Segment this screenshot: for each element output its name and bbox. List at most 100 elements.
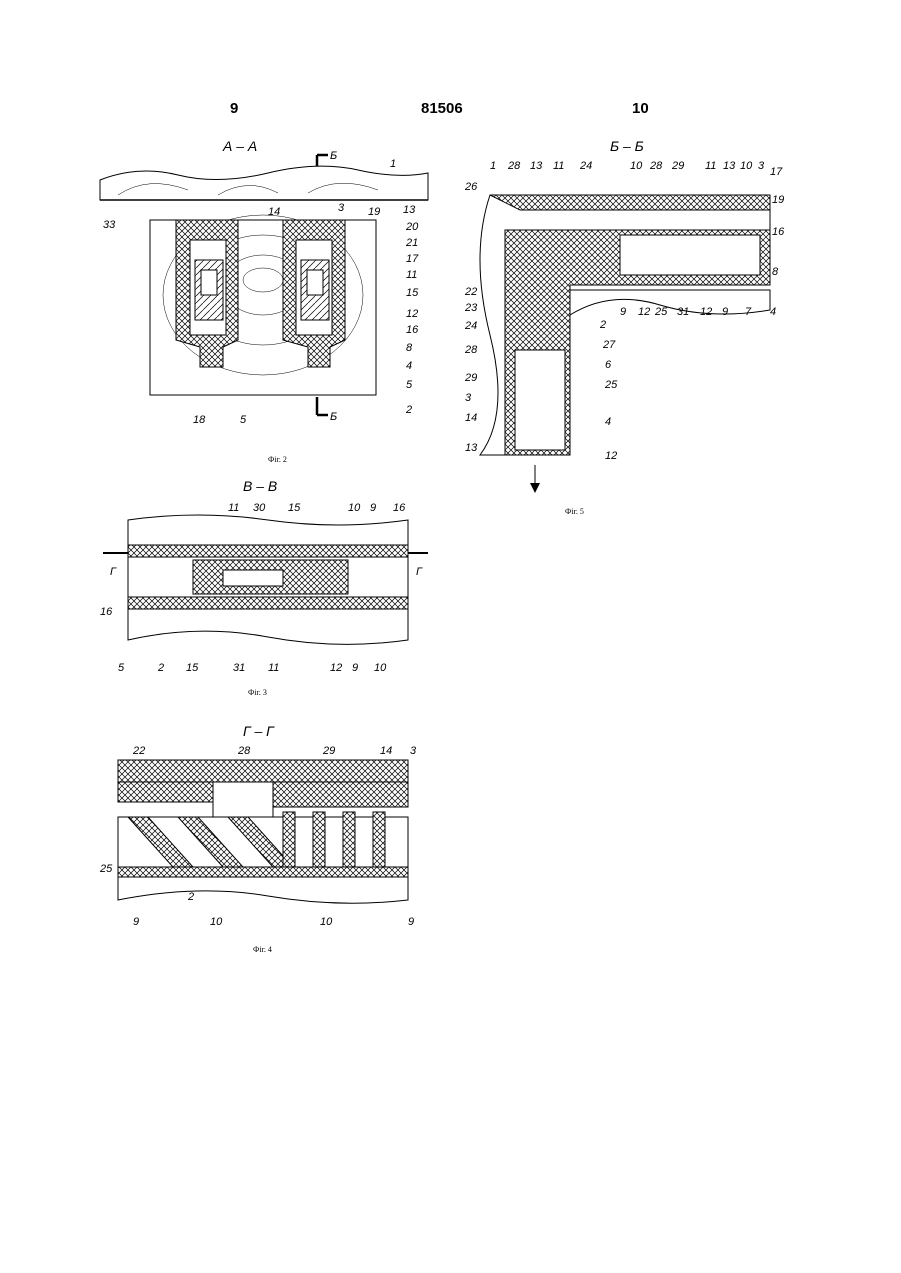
reference-numeral: 17	[770, 166, 783, 178]
reference-numeral: 22	[464, 286, 477, 298]
reference-numeral: 26	[464, 181, 478, 193]
reference-numeral: 28	[649, 160, 663, 172]
reference-numeral: 12	[700, 306, 712, 318]
fig2-caption: Фіг. 2	[268, 455, 287, 464]
fig2-cut-marker-top: Б	[330, 150, 337, 162]
reference-numeral: 18	[193, 414, 206, 426]
reference-numeral: 2	[187, 891, 194, 903]
reference-numeral: 12	[605, 450, 617, 462]
reference-numeral: 10	[210, 916, 223, 928]
reference-numeral: 13	[530, 160, 543, 172]
reference-numeral: 5	[240, 414, 247, 426]
reference-numeral: 33	[103, 219, 116, 231]
reference-numeral: 8	[772, 266, 779, 278]
reference-numeral: 11	[406, 269, 417, 281]
reference-numeral: 9	[408, 916, 414, 928]
reference-numeral: 2	[405, 404, 412, 416]
reference-numeral: 2	[599, 319, 606, 331]
reference-numeral: 13	[723, 160, 736, 172]
reference-numeral: 28	[464, 344, 478, 356]
reference-numeral: 4	[406, 360, 412, 372]
figure-2: А – А Б Б 1 33 14 3 19	[98, 135, 433, 465]
reference-numeral: 5	[406, 379, 413, 391]
reference-numeral: 10	[374, 662, 387, 674]
reference-numeral: 19	[772, 194, 784, 206]
reference-numeral: 1	[490, 160, 496, 172]
fig5-section-title: Б – Б	[610, 138, 644, 154]
reference-numeral: 24	[464, 320, 477, 332]
reference-numeral: 28	[237, 745, 251, 757]
reference-numeral: 9	[133, 916, 139, 928]
reference-numeral: 22	[132, 745, 145, 757]
reference-numeral: 14	[268, 206, 280, 218]
reference-numeral: 9	[352, 662, 358, 674]
reference-numeral: 25	[604, 379, 618, 391]
reference-numeral: 9	[370, 502, 376, 514]
reference-numeral: 30	[253, 502, 266, 514]
reference-numeral: 25	[99, 863, 113, 875]
reference-numeral: 12	[406, 308, 418, 320]
fig3-cut-marker-left: Г	[110, 566, 117, 578]
reference-numeral: 28	[507, 160, 521, 172]
reference-numeral: 10	[630, 160, 643, 172]
reference-numeral: 3	[758, 160, 765, 172]
fig2-cut-marker-bottom: Б	[330, 411, 337, 423]
reference-numeral: 10	[320, 916, 333, 928]
reference-numeral: 17	[406, 253, 419, 265]
reference-numeral: 13	[403, 204, 416, 216]
reference-numeral: 9	[722, 306, 728, 318]
reference-numeral: 27	[602, 339, 616, 351]
reference-numeral: 16	[100, 606, 113, 618]
reference-numeral: 11	[228, 502, 239, 514]
reference-numeral: 7	[745, 306, 752, 318]
reference-numeral: 14	[380, 745, 392, 757]
reference-numeral: 29	[671, 160, 684, 172]
reference-numeral: 12	[330, 662, 342, 674]
reference-numeral: 15	[406, 287, 419, 299]
page-number-right: 10	[632, 100, 649, 117]
reference-numeral: 15	[186, 662, 199, 674]
reference-numeral: 29	[322, 745, 335, 757]
reference-numeral: 20	[405, 221, 419, 233]
reference-numeral: 16	[393, 502, 406, 514]
fig5-caption: Фіг. 5	[565, 507, 584, 516]
reference-numeral: 4	[605, 416, 611, 428]
reference-numeral: 3	[410, 745, 417, 757]
reference-numeral: 11	[268, 662, 279, 674]
reference-numeral: 3	[465, 392, 472, 404]
fig3-caption: Фіг. 3	[248, 688, 267, 697]
figure-5: Б – Б 1 28 13 11 24 10 28 29 11 13 10 3 …	[460, 135, 790, 520]
reference-numeral: 9	[620, 306, 626, 318]
reference-numeral: 31	[677, 306, 689, 318]
page-number-left: 9	[230, 100, 238, 117]
reference-numeral: 19	[368, 206, 380, 218]
reference-numeral: 23	[464, 302, 478, 314]
figure-3: В – В Г Г 11 30 15 10 9 16 16 5 2 15 31 …	[98, 475, 433, 700]
reference-numeral: 8	[406, 342, 413, 354]
reference-numeral: 14	[465, 412, 477, 424]
reference-numeral: 29	[464, 372, 477, 384]
reference-numeral: 2	[157, 662, 164, 674]
figure-4: Г – Г 22 28 29 14 3 25 9 2 10 10 9 Фіг. …	[98, 720, 433, 960]
reference-numeral: 12	[638, 306, 650, 318]
reference-numeral: 31	[233, 662, 245, 674]
reference-numeral: 6	[605, 359, 612, 371]
reference-numeral: 25	[654, 306, 668, 318]
reference-numeral: 3	[338, 202, 345, 214]
reference-numeral: 21	[405, 237, 418, 249]
reference-numeral: 16	[772, 226, 785, 238]
reference-numeral: 16	[406, 324, 419, 336]
reference-numeral: 4	[770, 306, 776, 318]
reference-numeral: 11	[705, 160, 716, 172]
reference-numeral: 5	[118, 662, 125, 674]
fig2-section-title: А – А	[222, 138, 257, 154]
reference-numeral: 1	[390, 158, 396, 170]
patent-number: 81506	[421, 100, 463, 117]
reference-numeral: 10	[740, 160, 753, 172]
reference-numeral: 10	[348, 502, 361, 514]
reference-numeral: 11	[553, 160, 564, 172]
fig4-section-title: Г – Г	[243, 723, 275, 739]
reference-numeral: 13	[465, 442, 478, 454]
reference-numeral: 24	[579, 160, 592, 172]
fig3-section-title: В – В	[243, 478, 277, 494]
